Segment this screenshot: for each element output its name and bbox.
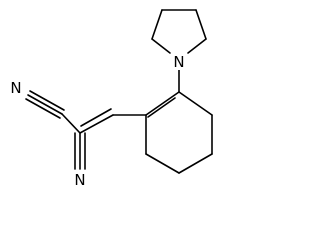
lower-nitrile-nitrogen-label: N [74, 171, 85, 189]
bond-c-upper-cn [61, 113, 81, 134]
upper-triple-bond-line-3 [25, 98, 61, 119]
pyrrolidine-bond-c5-n [187, 38, 207, 54]
pyrrolidine-ring [151, 9, 207, 54]
ring-bond-c4-c5 [178, 153, 213, 174]
lower-triple-bond [74, 132, 86, 170]
ring-bond-c3-c4 [145, 153, 180, 174]
upper-triple-bond-line-1 [27, 94, 63, 115]
upper-nitrile-nitrogen-label: N [10, 79, 21, 97]
ring-bond-c1-c2-double [145, 91, 180, 116]
upper-triple-bond [25, 90, 65, 119]
ring-bond-c1-c2-double-inner [147, 97, 176, 118]
pyrrolidine-nitrogen-label: N [173, 53, 184, 71]
cyclohexene-ring [145, 91, 213, 174]
n-label-bg [171, 53, 187, 70]
pyrrolidine-bond-n-c2 [151, 38, 171, 54]
ring-bond-c6-c1 [178, 91, 213, 116]
pyrrolidine-bond-c2-c3 [151, 9, 163, 40]
pyrrolidine-bond-c4-c5 [195, 9, 207, 40]
bond-ch-c-double-inner [80, 108, 112, 127]
upper-triple-bond-line-2 [29, 90, 65, 111]
molecule-structure: N N N [10, 9, 213, 189]
bond-ch-c-double [79, 114, 114, 134]
